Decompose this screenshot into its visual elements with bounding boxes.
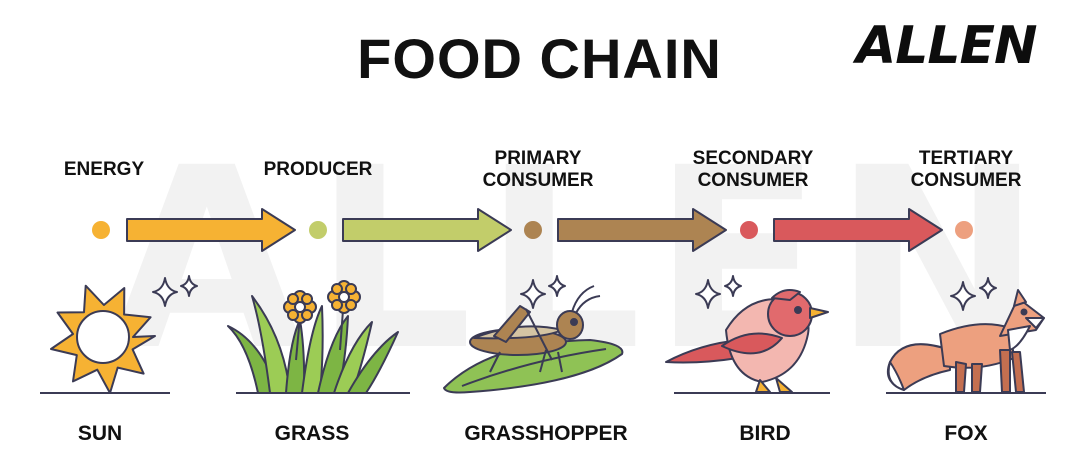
- name-label-grasshopper: GRASSHOPPER: [464, 422, 628, 445]
- name-label-fox: FOX: [944, 422, 988, 445]
- stage-label-producer: PRODUCER: [263, 159, 373, 180]
- grasshopper-icon: [443, 285, 624, 394]
- name-label-bird: BIRD: [739, 422, 791, 445]
- name-label-grass: GRASS: [274, 422, 350, 445]
- arrow-primary-to-secondary-consumer: [557, 208, 727, 252]
- sun-icon: [50, 284, 156, 394]
- stage-label-secondary-consumer: SECONDARY CONSUMER: [692, 148, 814, 191]
- arrow-energy-to-producer: [126, 208, 296, 252]
- name-label-sun: SUN: [77, 422, 123, 445]
- fox-icon: [886, 289, 1045, 393]
- stage-dot-producer: [309, 221, 327, 239]
- stage-dot-tertiary-consumer: [955, 221, 973, 239]
- sparkle-icon: [695, 275, 742, 309]
- sparkle-icon: [520, 275, 566, 309]
- arrow-producer-to-primary-consumer: [342, 208, 512, 252]
- sparkle-icon: [152, 275, 198, 307]
- stage-label-energy: ENERGY: [63, 159, 145, 180]
- stage-dot-primary-consumer: [524, 221, 542, 239]
- page-title: FOOD CHAIN: [357, 27, 722, 90]
- stage-dot-energy: [92, 221, 110, 239]
- sparkle-icon: [950, 277, 997, 311]
- bird-icon: [665, 289, 829, 393]
- stage-label-tertiary-consumer: TERTIARY CONSUMER: [910, 148, 1022, 191]
- brand-logo: ALLEN: [856, 16, 1038, 76]
- arrow-secondary-to-tertiary-consumer: [773, 208, 943, 252]
- stage-dot-secondary-consumer: [740, 221, 758, 239]
- stage-label-primary-consumer: PRIMARY CONSUMER: [482, 148, 594, 191]
- grass-icon: [227, 280, 399, 394]
